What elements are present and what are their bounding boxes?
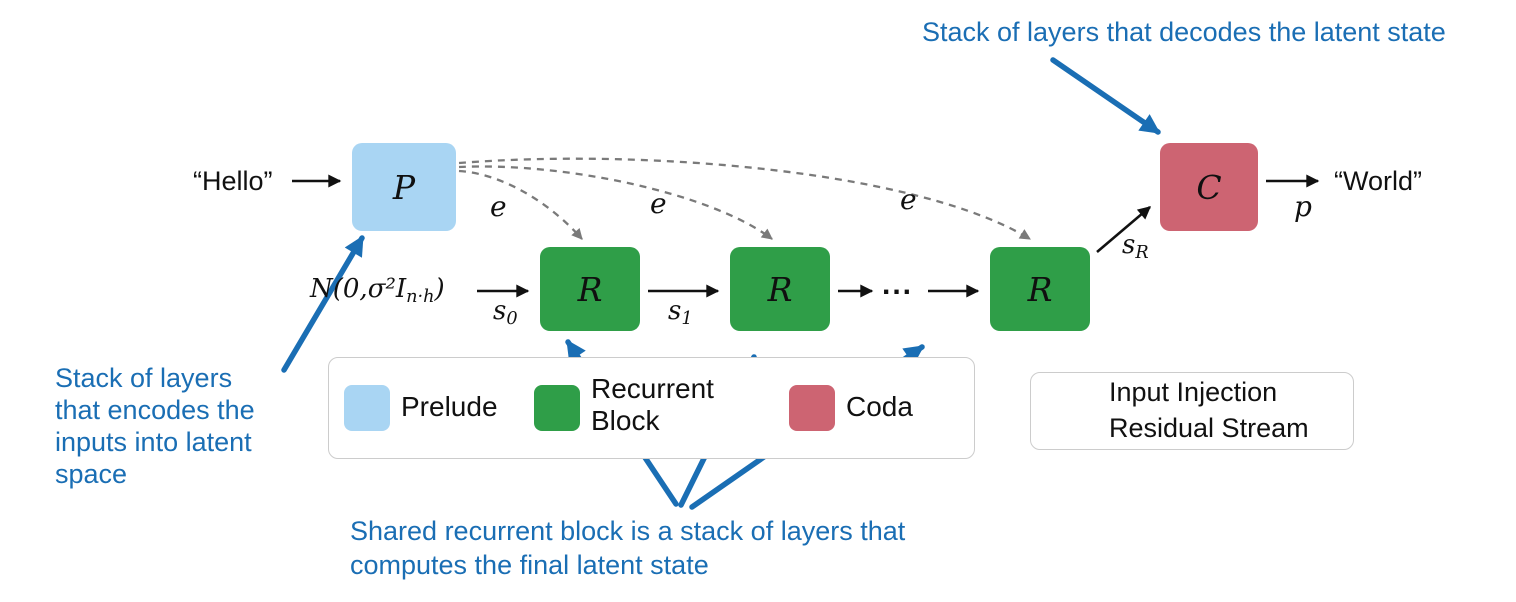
s1-base: s: [668, 296, 682, 326]
arrow-legend: Input Injection Residual Stream: [1030, 372, 1354, 450]
legend-recurrent-label: Recurrent Block: [591, 373, 714, 438]
noise-prefix: N(0,σ²I: [310, 274, 407, 304]
decode-annotation-arrow: [1050, 57, 1161, 135]
recurrent-block-1-label: R: [577, 269, 603, 309]
coda-swatch-icon: [789, 385, 835, 431]
recurrent-block-3: R: [990, 247, 1090, 331]
dashed-arrow-prelude-to-r3: [458, 157, 1031, 240]
s0-label: s0: [493, 296, 518, 329]
input-text: “Hello”: [193, 166, 273, 196]
legend-coda-label: Coda: [846, 391, 913, 422]
noise-init-label: N(0,σ²In·h): [310, 274, 445, 307]
legend-recurrent-label-line-1: Recurrent: [591, 373, 714, 404]
s1-subscript: 1: [681, 308, 693, 329]
dashed-arrow-prelude-to-r1: [458, 169, 583, 240]
noise-subscript: n·h: [406, 286, 435, 307]
s0-base: s: [493, 296, 507, 326]
prelude-block-label: P: [392, 167, 416, 207]
legend-residual-stream-label: Residual Stream: [1109, 413, 1309, 443]
noise-suffix: ): [434, 274, 445, 304]
sR-label: sR: [1122, 230, 1149, 263]
sR-subscript: R: [1135, 242, 1149, 263]
s0-subscript: 0: [506, 308, 518, 329]
prelude-block: P: [352, 143, 456, 231]
e-label-1: e: [490, 190, 507, 223]
recurrent-block-3-label: R: [1027, 269, 1053, 309]
prelude-swatch-icon: [344, 385, 390, 431]
e-label-2: e: [650, 187, 667, 220]
block-legend: Prelude Recurrent Block Coda: [328, 357, 975, 459]
coda-block: C: [1160, 143, 1258, 231]
recurrent-block-1: R: [540, 247, 640, 331]
recurrent-annotation: Shared recurrent block is a stack of lay…: [350, 514, 905, 582]
e-label-3: e: [900, 183, 917, 216]
legend-prelude-label: Prelude: [401, 391, 498, 422]
encode-annotation-line-4: space: [55, 459, 128, 489]
encode-annotation-line-2: that encodes the: [55, 395, 255, 425]
encode-annotation-line-3: inputs into latent: [55, 427, 252, 457]
encode-annotation-line-1: Stack of layers: [55, 363, 233, 393]
decode-annotation: Stack of layers that decodes the latent …: [922, 17, 1446, 47]
recurrent-block-2: R: [730, 247, 830, 331]
sR-base: s: [1122, 230, 1136, 260]
ellipsis-label: ...: [882, 268, 914, 301]
recurrent-block-2-label: R: [767, 269, 793, 309]
legend-recurrent-label-line-2: Block: [591, 405, 660, 437]
recurrent-swatch-icon: [534, 385, 580, 431]
output-text: “World”: [1334, 166, 1423, 196]
coda-block-label: C: [1196, 167, 1222, 207]
s1-label: s1: [668, 296, 693, 329]
encode-annotation: Stack of layers that encodes the inputs …: [55, 362, 255, 490]
recurrent-annotation-line-2: computes the final latent state: [350, 550, 709, 580]
legend-input-injection-label: Input Injection: [1109, 377, 1278, 407]
recurrent-annotation-line-1: Shared recurrent block is a stack of lay…: [350, 516, 906, 546]
p-output-label: p: [1294, 190, 1312, 223]
